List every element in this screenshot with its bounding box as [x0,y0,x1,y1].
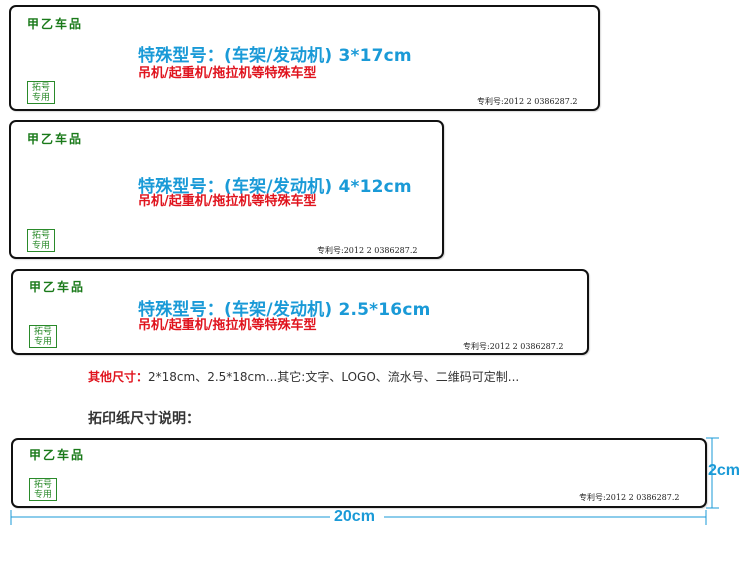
stamp-badge: 拓号专用 [27,81,55,104]
other-sizes-label: 其他尺寸： [88,370,149,384]
size-text: 特殊型号：(车架/发动机) 4*12cm [138,177,412,197]
vehicle-type-text: 吊机/起重机/拖拉机等特殊车型 [138,194,317,209]
width-dimension-label: 20cm [334,508,375,525]
sample-card-3x17: 甲乙车品 特殊型号：(车架/发动机) 3*17cm 吊机/起重机/拖拉机等特殊车… [9,5,600,111]
vehicle-type-text: 吊机/起重机/拖拉机等特殊车型 [138,66,317,81]
height-dimension-label: 2cm [708,462,741,479]
brand-logo: 甲乙车品 [27,132,84,146]
brand-logo: 甲乙车品 [29,448,86,462]
patent-number: 专利号:2012 2 0386287.2 [579,493,680,502]
paper-size-title: 拓印纸尺寸说明： [88,411,200,427]
stamp-badge: 拓号专用 [27,229,55,252]
size-text: 特殊型号：(车架/发动机) 2.5*16cm [138,300,431,320]
brand-logo: 甲乙车品 [29,280,86,294]
paper-size-sample-card: 甲乙车品 拓号专用 专利号:2012 2 0386287.2 [11,438,707,508]
other-sizes-note: 其他尺寸：2*18cm、2.5*18cm...其它:文字、LOGO、流水号、二维… [88,368,519,385]
stamp-badge: 拓号专用 [29,325,57,348]
stamp-badge: 拓号专用 [29,478,57,501]
patent-number: 专利号:2012 2 0386287.2 [317,246,418,255]
patent-number: 专利号:2012 2 0386287.2 [463,342,564,351]
vehicle-type-text: 吊机/起重机/拖拉机等特殊车型 [138,318,317,333]
sample-card-4x12: 甲乙车品 特殊型号：(车架/发动机) 4*12cm 吊机/起重机/拖拉机等特殊车… [9,120,444,259]
size-text: 特殊型号：(车架/发动机) 3*17cm [138,46,412,66]
sample-card-2-5x16: 甲乙车品 特殊型号：(车架/发动机) 2.5*16cm 吊机/起重机/拖拉机等特… [11,269,589,355]
other-sizes-text: 2*18cm、2.5*18cm...其它:文字、LOGO、流水号、二维码可定制.… [148,370,520,384]
patent-number: 专利号:2012 2 0386287.2 [477,97,578,106]
brand-logo: 甲乙车品 [27,17,84,31]
